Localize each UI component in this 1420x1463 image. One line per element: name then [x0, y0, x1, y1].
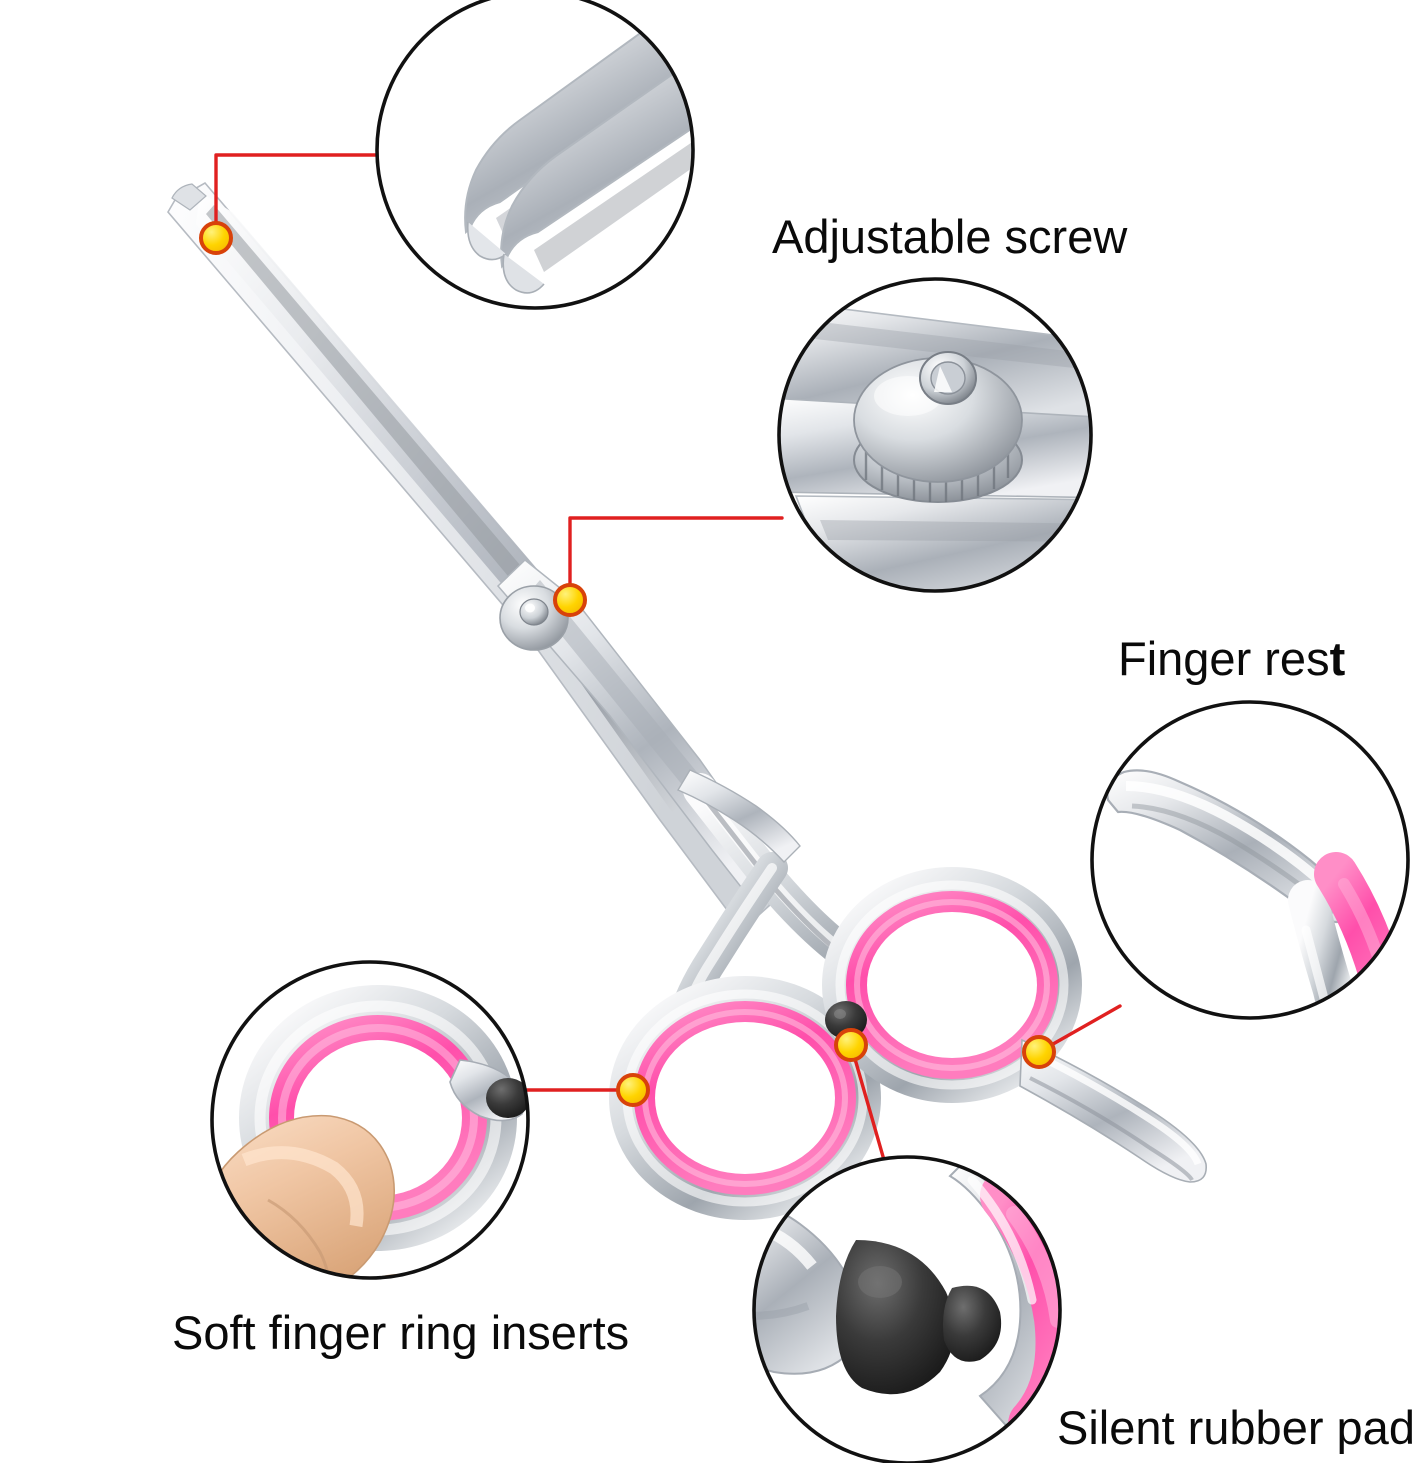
mag-blade-lower-bevel	[534, 92, 693, 272]
leader-silent-rubber-pad	[849, 1043, 886, 1162]
mag-blade-lower	[500, 22, 693, 269]
silent-pad-circle-content	[754, 1162, 1060, 1450]
detail-circle-silent-pad	[752, 1155, 1062, 1463]
mag-thumb-gloss	[241, 1146, 364, 1228]
mag-arm-upper-shade	[779, 316, 1091, 372]
mag-pad-left-shade	[754, 1302, 810, 1320]
label-finger-rest-emph: t	[1329, 632, 1346, 685]
label-adjustable-screw: Adjustable screw	[772, 210, 1128, 263]
mag-ring-steel	[1288, 880, 1358, 1018]
callout-dots	[199, 221, 1056, 1107]
mag-tip-round-lower	[502, 253, 545, 294]
mag-arm-lower	[794, 495, 1091, 591]
right-ring-pink-gloss	[854, 899, 1050, 1071]
tang-shade	[1029, 1076, 1194, 1182]
blade-tip-circle-border	[375, 0, 695, 310]
pivot-screw	[499, 585, 569, 651]
rubber-bumper-highlight	[834, 1009, 846, 1019]
leader-lines	[214, 153, 1122, 1162]
finger-rest-circle-border	[1090, 700, 1410, 1020]
leader-blade-tip	[214, 153, 382, 240]
mag-pad-right-gloss	[967, 1175, 1037, 1305]
upper-blade-bevel	[206, 205, 672, 780]
mag-arm-lower-shade	[820, 520, 1091, 542]
label-finger-rest-main: Finger res	[1118, 632, 1330, 685]
tang-gloss	[1028, 1048, 1202, 1166]
mag-rubber-opposite	[943, 1285, 1002, 1362]
right-ring-gloss	[835, 880, 1069, 1090]
callout-dot-silent-rubber-pad	[834, 1028, 868, 1062]
brace-plate	[676, 769, 801, 864]
upper-blade-tip	[171, 183, 207, 211]
callout-dot-adjustable-screw	[553, 583, 587, 617]
detail-circle-blade-tip	[375, 0, 695, 310]
detail-circle-finger-rest	[1090, 700, 1410, 1020]
mag-rubber-bumper	[486, 1078, 528, 1118]
label-soft-finger-ring-inserts: Soft finger ring inserts	[172, 1306, 630, 1359]
pivot-screw-highlight	[525, 603, 535, 613]
screw-circle-border	[777, 277, 1093, 593]
handle-brace	[676, 769, 801, 864]
tang-body	[1019, 1038, 1207, 1183]
mag-tang-gloss	[1125, 781, 1334, 894]
silent-pad-circle-border	[752, 1155, 1062, 1463]
screw-circle-content	[779, 299, 1091, 591]
mag-pad-left-gloss	[754, 1216, 817, 1270]
right-finger-ring	[822, 867, 1082, 1103]
mag-screw-pin-highlight	[934, 366, 952, 392]
label-finger-rest: Finger rest	[1118, 635, 1345, 682]
detail-circle-soft-ring	[210, 960, 530, 1280]
finger-rest-tang	[1019, 1038, 1207, 1183]
right-ring-hole	[867, 912, 1037, 1058]
leader-adjustable-screw	[568, 516, 784, 602]
detail-circle-adjustable-screw	[777, 277, 1093, 593]
callout-dot-soft-finger-ring	[616, 1073, 650, 1107]
label-silent-rubber-pad: Silent rubber pad	[1057, 1401, 1415, 1454]
callout-dot-finger-rest	[1022, 1035, 1056, 1069]
left-ring-hole	[655, 1022, 835, 1174]
callout-dot-blade-tip	[199, 221, 233, 255]
soft-ring-circle-border	[210, 960, 530, 1280]
mag-tip-round-upper	[466, 221, 507, 261]
mag-rubber-highlight	[858, 1266, 902, 1298]
scissors-illustration	[167, 181, 1207, 1220]
pivot-screw-pin	[519, 598, 549, 626]
mag-pad-pink-gloss	[1006, 1206, 1060, 1328]
